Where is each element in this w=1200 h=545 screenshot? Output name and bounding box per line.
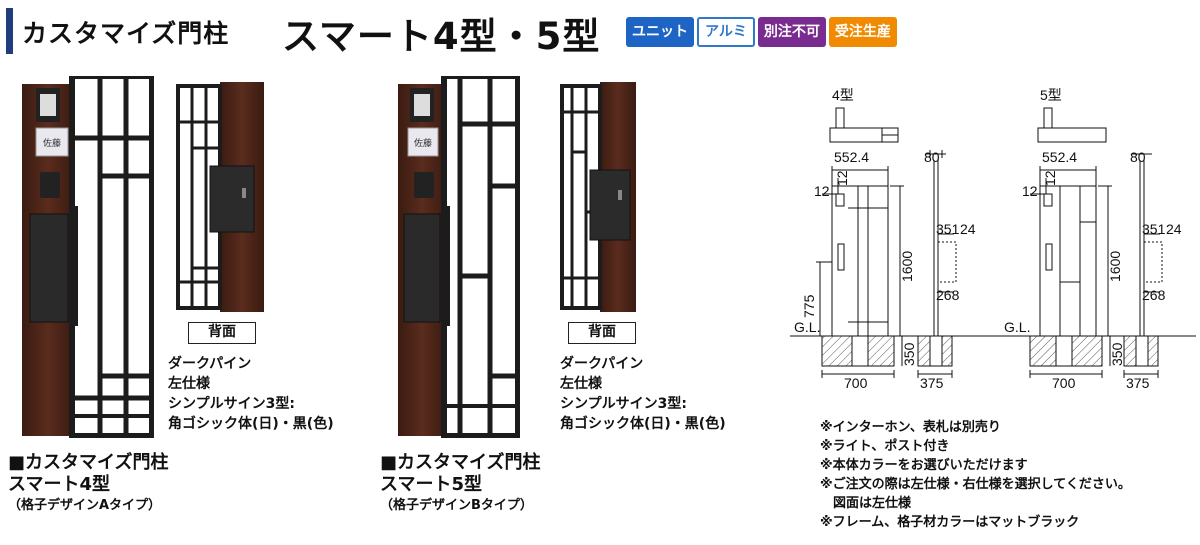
dim-4-depth: 80 — [924, 149, 940, 165]
caption-series: ■カスタマイズ門柱 — [8, 452, 169, 473]
dim-5-depth: 80 — [1130, 149, 1146, 165]
dim-5-top: 12 — [1022, 183, 1038, 199]
note-item: ※本体カラーをお選びいただけます — [820, 458, 1028, 473]
spec-font: 角ゴシック体(日)・黒(色) — [560, 416, 726, 432]
notes-list: ※インターホン、表札は別売り ※ライト、ポスト付き ※本体カラーをお選びいただけ… — [820, 418, 1131, 532]
dim-5-post-d: 24 — [1166, 221, 1182, 237]
dim-5-top2: 12 — [1042, 170, 1058, 186]
dim-5-height: 1600 — [1107, 251, 1123, 282]
product-smart4-front-image: 佐藤 — [22, 76, 154, 438]
spec-color: ダークパイン — [168, 356, 252, 372]
dim-4-base: 350 — [901, 342, 917, 366]
caption-model: スマート5型 — [380, 474, 482, 495]
dim-4-post-d: 24 — [960, 221, 976, 237]
product-smart5-back-image — [560, 82, 636, 312]
dimension-diagrams: 4型 — [790, 87, 1196, 391]
note-item: ※ご注文の際は左仕様・右仕様を選択してください。 — [820, 477, 1131, 492]
page-title: カスタマイズ門柱 — [22, 19, 230, 48]
spec-sign: シンプルサイン3型: — [560, 396, 687, 412]
dim-4-post-h: 268 — [936, 287, 960, 303]
dim-4-height: 1600 — [899, 251, 915, 282]
nameplate-text: 佐藤 — [43, 137, 61, 149]
badge-aluminum: アルミ — [697, 17, 755, 47]
product-spec: ダークパイン 左仕様 シンプルサイン3型: 角ゴシック体(日)・黒(色) — [168, 354, 334, 434]
dim-4-gl: G.L. — [794, 319, 820, 335]
product-caption: ■カスタマイズ門柱 スマート5型 （格子デザインBタイプ） — [380, 452, 540, 516]
spec-side: 左仕様 — [168, 376, 210, 392]
dim-4-top: 12 — [814, 183, 830, 199]
badge-made-to-order: 受注生産 — [828, 17, 897, 47]
dim-4-base-width: 700 — [844, 375, 868, 391]
dim-4-width: 552.4 — [834, 149, 869, 165]
back-view-label: 背面 — [188, 322, 256, 344]
diagram-4-label: 4型 — [832, 87, 854, 103]
dim-5-base-width: 700 — [1052, 375, 1076, 391]
note-item: 図面は左仕様 — [820, 496, 912, 511]
diagram-5-label: 5型 — [1040, 87, 1062, 103]
note-item: ※ライト、ポスト付き — [820, 439, 950, 454]
dim-5-base: 350 — [1109, 342, 1125, 366]
product-smart5-front-image: 佐藤 — [398, 76, 520, 438]
caption-model: スマート4型 — [8, 474, 110, 495]
product-smart4-back-image — [176, 82, 264, 312]
caption-type: （格子デザインAタイプ） — [8, 498, 162, 513]
nameplate-text: 佐藤 — [414, 137, 432, 149]
title-accent-bar — [6, 8, 13, 54]
dim-4-top2: 12 — [834, 170, 850, 186]
dim-4-post-w: 351 — [936, 221, 960, 237]
spec-sign: シンプルサイン3型: — [168, 396, 295, 412]
model-title: スマート4型・5型 — [282, 15, 601, 58]
dim-5-gl: G.L. — [1004, 319, 1030, 335]
dim-5-side-base: 375 — [1126, 375, 1150, 391]
note-item: ※フレーム、格子材カラーはマットブラック — [820, 515, 1080, 530]
spec-side: 左仕様 — [560, 376, 602, 392]
badge-no-custom-order: 別注不可 — [757, 17, 826, 47]
product-spec: ダークパイン 左仕様 シンプルサイン3型: 角ゴシック体(日)・黒(色) — [560, 354, 726, 434]
note-item: ※インターホン、表札は別売り — [820, 420, 1001, 435]
back-view-label: 背面 — [568, 322, 636, 344]
product-caption: ■カスタマイズ門柱 スマート4型 （格子デザインAタイプ） — [8, 452, 168, 516]
spec-font: 角ゴシック体(日)・黒(色) — [168, 416, 334, 432]
dim-5-post-w: 351 — [1142, 221, 1166, 237]
spec-color: ダークパイン — [560, 356, 644, 372]
dim-5-post-h: 268 — [1142, 287, 1166, 303]
dim-4-side-base: 375 — [920, 375, 944, 391]
dim-5-width: 552.4 — [1042, 149, 1077, 165]
badge-unit: ユニット — [626, 17, 694, 47]
caption-type: （格子デザインBタイプ） — [380, 498, 533, 513]
caption-series: ■カスタマイズ門柱 — [380, 452, 541, 473]
dim-4-intercom: 775 — [801, 294, 817, 318]
badge-row: ユニット アルミ 別注不可 受注生産 — [626, 17, 897, 47]
